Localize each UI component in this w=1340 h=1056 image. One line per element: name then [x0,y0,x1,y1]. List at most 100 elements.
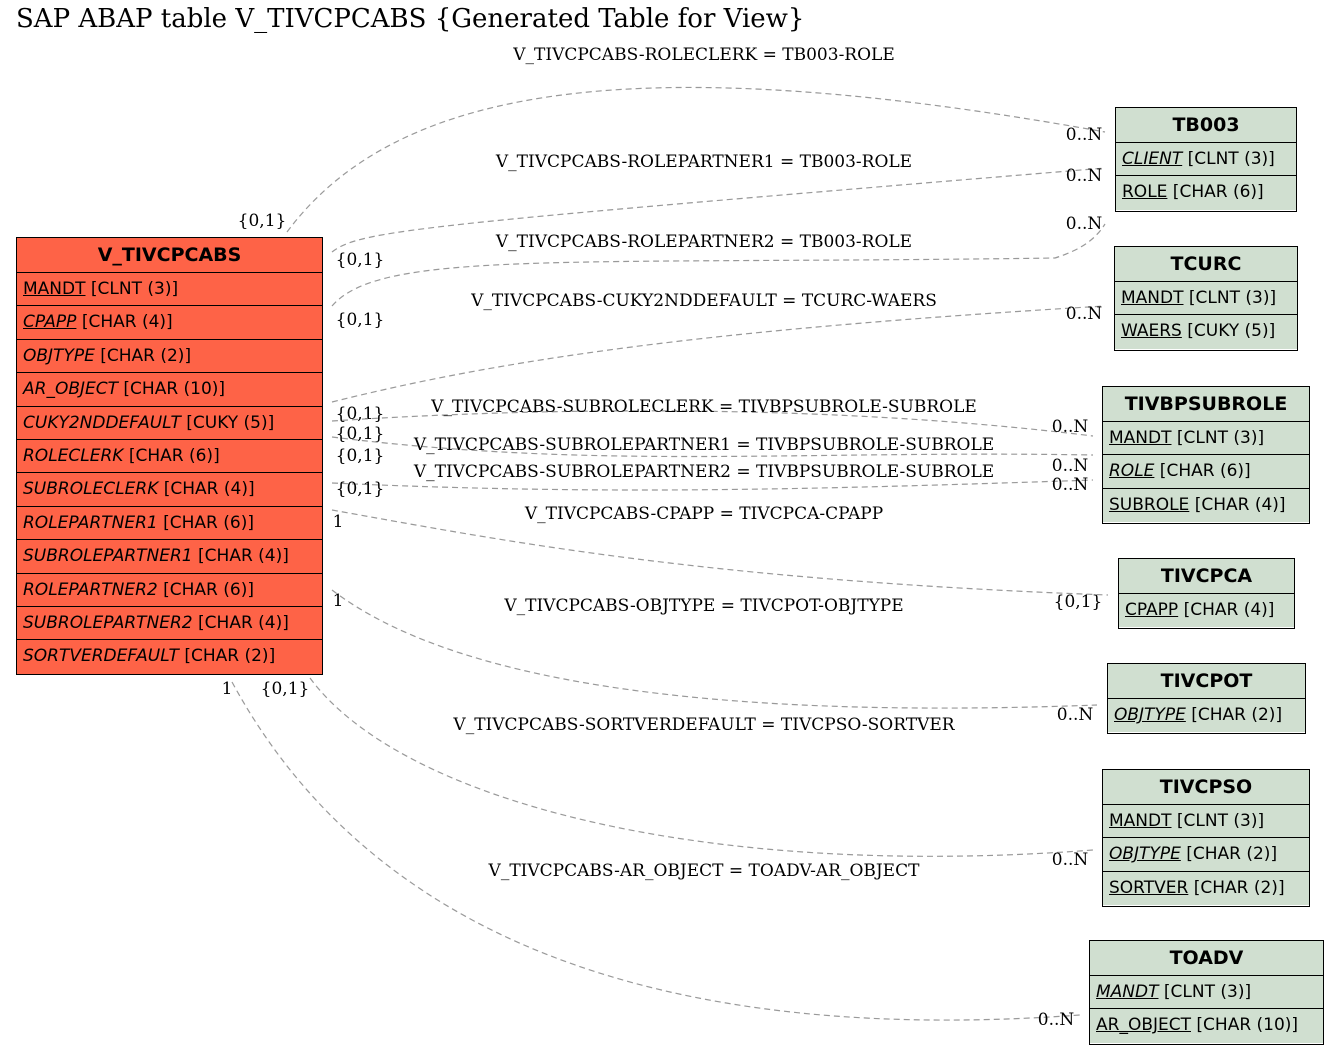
relationship-label: V_TIVCPCABS-CUKY2NDDEFAULT = TCURC-WAERS [470,291,937,311]
relationship-line [331,410,1094,437]
field-row: MANDT [CLNT (3)] [1090,976,1323,1010]
source-cardinality: {0,1} [336,446,385,466]
relationship-label: V_TIVCPCABS-AR_OBJECT = TOADV-AR_OBJECT [488,861,921,881]
field-name: MANDT [1121,288,1184,308]
field-type: [CHAR (4)] [1178,600,1275,620]
target-cardinality: 0..N [1052,417,1089,437]
field-type: [CLNT (3)] [85,279,179,299]
source-cardinality: {0,1} [336,479,385,499]
source-cardinality: 1 [222,679,233,699]
field-type: [CUKY (5)] [180,412,275,433]
relationship-line [331,167,1106,253]
field-row: ROLE [CHAR (6)] [1116,176,1296,210]
field-row: ROLEPARTNER2 [CHAR (6)] [17,573,322,607]
source-cardinality: {0,1} [336,424,385,444]
table-name: TOADV [1090,941,1323,976]
field-type: [CUKY (5)] [1181,321,1276,342]
source-cardinality: {0,1} [238,211,287,231]
field-name: SORTVER [1109,877,1189,898]
source-cardinality: 1 [333,512,344,532]
relationship-label: V_TIVCPCABS-OBJTYPE = TIVCPOT-OBJTYPE [503,596,903,616]
relationship-label: V_TIVCPCABS-SUBROLEPARTNER1 = TIVBPSUBRO… [413,435,994,455]
table-name: TIVCPOT [1108,664,1305,699]
source-cardinality: {0,1} [261,679,310,699]
field-row: AR_OBJECT [CHAR (10)] [17,373,322,407]
field-row: SUBROLECLERK [CHAR (4)] [17,473,322,507]
field-type: [CLNT (3)] [1182,149,1275,169]
relationship-line [231,681,1081,1021]
relationship-line [331,479,1094,491]
table-name: V_TIVCPCABS [17,238,322,273]
relationship-label: V_TIVCPCABS-SUBROLECLERK = TIVBPSUBROLE-… [430,397,977,417]
field-name: ROLE [1122,182,1168,203]
field-row: ROLEPARTNER1 [CHAR (6)] [17,506,322,541]
field-type: [CHAR (2)] [1185,705,1283,725]
relationship-label: V_TIVCPCABS-ROLECLERK = TB003-ROLE [512,45,895,65]
field-name: CPAPP [23,312,77,333]
relationship-line [331,436,1094,458]
table-name: TB003 [1116,108,1296,143]
field-name: CUKY2NDDEFAULT [23,412,181,433]
field-row: CPAPP [CHAR (4)] [17,306,322,340]
table-name: TIVCPSO [1103,770,1309,805]
table-name: TIVCPCA [1119,559,1294,594]
field-row: MANDT [CLNT (3)] [17,273,322,307]
field-name: MANDT [1096,982,1159,1002]
field-row: SORTVER [CHAR (2)] [1103,871,1309,906]
field-name: AR_OBJECT [23,379,118,400]
source-cardinality: {0,1} [336,250,385,270]
source-cardinality: {0,1} [336,404,385,424]
field-row: CPAPP [CHAR (4)] [1119,594,1294,628]
field-row: CLIENT [CLNT (3)] [1116,143,1296,177]
field-type: [CHAR (4)] [192,546,289,567]
table-name: TIVBPSUBROLE [1103,387,1309,422]
target-cardinality: 0..N [1066,214,1103,234]
relationship-line [331,223,1106,307]
field-row: MANDT [CLNT (3)] [1115,282,1297,316]
field-name: OBJTYPE [1109,844,1181,865]
target-cardinality: 0..N [1057,705,1094,725]
target-cardinality: 0..N [1066,166,1103,186]
relationship-line [309,677,1094,857]
field-row: WAERS [CUKY (5)] [1115,315,1297,349]
target-cardinality: 0..N [1052,456,1089,476]
field-name: SUBROLE [1109,494,1190,515]
field-name: SUBROLEPARTNER2 [23,612,193,633]
field-type: [CLNT (3)] [1171,428,1265,448]
target-cardinality: 0..N [1038,1010,1075,1030]
field-row: AR_OBJECT [CHAR (10)] [1090,1009,1323,1043]
field-type: [CHAR (6)] [157,579,254,600]
field-type: [CHAR (6)] [1167,182,1264,203]
table-name: TCURC [1115,247,1297,282]
field-name: MANDT [1109,811,1172,831]
field-row: MANDT [CLNT (3)] [1103,805,1309,839]
field-name: ROLEPARTNER1 [23,512,158,533]
field-row: OBJTYPE [CHAR (2)] [17,339,322,374]
field-row: SUBROLEPARTNER2 [CHAR (4)] [17,606,322,641]
target-cardinality: 0..N [1066,125,1103,145]
source-cardinality: 1 [333,591,344,611]
field-name: AR_OBJECT [1096,1015,1191,1036]
field-row: SORTVERDEFAULT [CHAR (2)] [17,640,322,674]
relationship-label: V_TIVCPCABS-SUBROLEPARTNER2 = TIVBPSUBRO… [413,462,994,482]
relationship-label: V_TIVCPCABS-SORTVERDEFAULT = TIVCPSO-SOR… [452,715,955,735]
field-type: [CHAR (4)] [158,479,255,500]
field-row: SUBROLEPARTNER1 [CHAR (4)] [17,540,322,574]
relationship-line [286,86,1106,233]
field-type: [CHAR (2)] [1180,844,1278,865]
field-type: [CHAR (6)] [123,445,220,466]
field-type: [CHAR (4)] [192,612,289,633]
field-name: WAERS [1121,321,1182,342]
relationship-label: V_TIVCPCABS-ROLEPARTNER2 = TB003-ROLE [495,232,912,252]
field-name: CPAPP [1125,600,1179,620]
target-cardinality: 0..N [1066,304,1103,324]
relationship-line [331,305,1106,403]
field-row: OBJTYPE [CHAR (2)] [1108,699,1305,733]
field-type: [CHAR (10)] [118,379,226,400]
field-type: [CHAR (10)] [1191,1015,1299,1036]
